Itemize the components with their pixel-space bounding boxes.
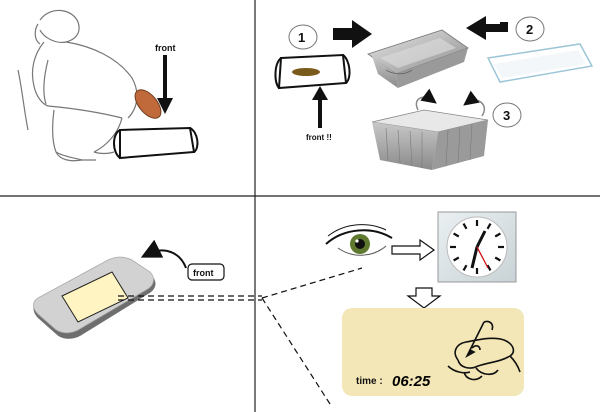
foil-tray-icon bbox=[367, 29, 469, 88]
svg-text:3: 3 bbox=[503, 108, 510, 123]
left-arrow-icon bbox=[466, 16, 508, 40]
svg-text:front: front bbox=[193, 268, 214, 278]
writing-hand-icon bbox=[447, 320, 521, 381]
right-arrow-icon bbox=[333, 20, 372, 48]
paper-with-sample-icon bbox=[274, 53, 351, 90]
hollow-right-arrow-icon bbox=[391, 238, 436, 262]
front-exclaim-label: front !! bbox=[306, 133, 332, 142]
up-arrow-icon bbox=[312, 86, 328, 128]
panel-label-container: front bbox=[33, 239, 363, 405]
svg-text:1: 1 bbox=[298, 30, 305, 45]
closed-container-icon bbox=[371, 88, 489, 170]
svg-text:2: 2 bbox=[526, 22, 533, 37]
curved-arrow-icon bbox=[140, 239, 187, 269]
down-arrow-icon bbox=[157, 55, 173, 114]
sealed-container-icon bbox=[33, 256, 156, 339]
front-tag: front bbox=[187, 263, 225, 281]
time-label: time : bbox=[356, 376, 383, 387]
paper-sheet-icon bbox=[113, 126, 199, 160]
panel-collect-sample: front bbox=[17, 9, 199, 162]
panel-container-steps: 1 front !! 2 bbox=[274, 16, 594, 170]
front-label: front bbox=[155, 43, 176, 53]
stool-sample-icon bbox=[134, 89, 162, 119]
hollow-down-arrow-icon bbox=[406, 287, 442, 309]
container-lid-icon bbox=[486, 43, 594, 83]
eye-icon bbox=[325, 224, 393, 256]
step-1-badge: 1 bbox=[288, 24, 318, 50]
step-3-badge: 3 bbox=[492, 102, 522, 128]
time-value: 06:25 bbox=[392, 373, 431, 390]
clock-icon bbox=[437, 211, 517, 283]
panel-record-time: time : 06:25 bbox=[325, 211, 524, 396]
time-card: time : 06:25 bbox=[342, 308, 524, 396]
connector-lines bbox=[118, 267, 363, 405]
step-2-badge: 2 bbox=[515, 16, 545, 42]
squatting-person-icon bbox=[17, 9, 138, 162]
